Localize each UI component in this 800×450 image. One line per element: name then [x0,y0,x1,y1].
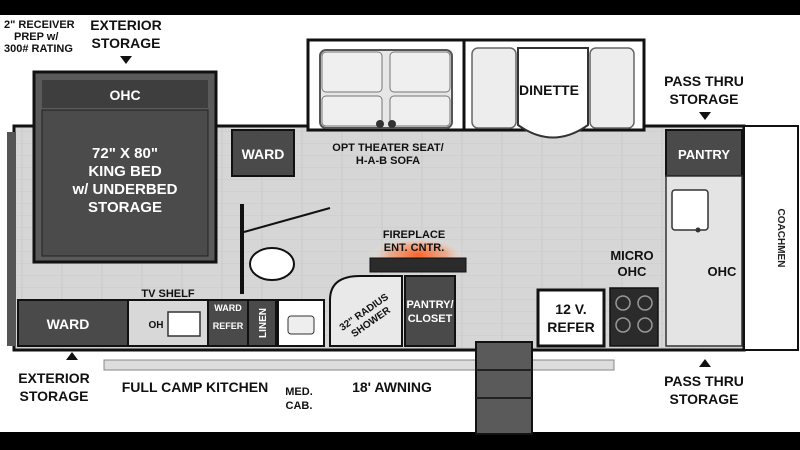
receiver-label: 2" RECEIVER PREP w/ 300# RATING [4,19,75,55]
bed [41,109,209,257]
svg-text:FIREPLACE: FIREPLACE [383,229,445,241]
refer-12v-label: 12 V. REFER [547,301,594,335]
med-cab-label: MED. CAB. [285,386,313,412]
linen-label: LINEN [258,308,269,338]
svg-text:STORAGE: STORAGE [88,199,162,216]
svg-text:EXTERIOR: EXTERIOR [18,370,90,386]
exterior-storage-bottom-label: EXTERIOR STORAGE [18,370,90,404]
micro-label: MICRO OHC [610,248,653,279]
pantry-closet-label: PANTRY/ CLOSET [406,299,453,325]
svg-text:H-A-B SOFA: H-A-B SOFA [356,155,420,167]
brand-logo: COACHMEN [775,209,786,268]
svg-text:OPT THEATER SEAT/: OPT THEATER SEAT/ [332,142,443,154]
svg-text:KING BED: KING BED [88,163,162,180]
oh-label: OH [149,320,164,331]
tv-shelf-label: TV SHELF [141,288,194,300]
ward-top [231,129,295,177]
svg-text:REFER: REFER [547,319,594,335]
svg-text:300# RATING: 300# RATING [4,43,73,55]
refrigerator [536,288,606,348]
svg-text:CLOSET: CLOSET [408,313,453,325]
svg-text:STORAGE: STORAGE [670,91,739,107]
awning [103,359,615,371]
svg-text:MED.: MED. [285,386,313,398]
ward-refer-label: WARD REFER [213,303,244,331]
pantry-closet [404,275,456,347]
ward-refer [207,299,249,347]
linen [247,299,277,347]
svg-text:STORAGE: STORAGE [20,388,89,404]
exterior-storage-top-label: EXTERIOR STORAGE [90,17,162,51]
ohc-bed-label: OHC [109,87,140,103]
svg-text:EXTERIOR: EXTERIOR [90,17,162,33]
dinette-label: DINETTE [519,82,579,98]
svg-text:PASS THRU: PASS THRU [664,373,744,389]
fireplace-label: FIREPLACE ENT. CNTR. [383,229,445,254]
svg-text:72" X 80": 72" X 80" [92,145,158,162]
entry-steps [475,341,533,435]
svg-text:REFER: REFER [213,321,244,331]
arrow-up-icon [66,352,78,360]
svg-text:CAB.: CAB. [286,400,313,412]
svg-text:WARD: WARD [214,303,242,313]
svg-text:ENT. CNTR.: ENT. CNTR. [384,242,445,254]
arrow-up-icon [699,359,711,367]
bed-label: 72" X 80" KING BED w/ UNDERBED STORAGE [71,145,177,216]
pantry [665,129,743,177]
pantry-label: PANTRY [678,147,730,162]
svg-text:MICRO: MICRO [610,248,653,263]
svg-text:STORAGE: STORAGE [670,391,739,407]
svg-text:OHC: OHC [618,264,648,279]
arrow-down-icon [699,112,711,120]
pass-thru-top-label: PASS THRU STORAGE [664,73,744,107]
svg-text:12 V.: 12 V. [555,301,586,317]
svg-text:PASS THRU: PASS THRU [664,73,744,89]
bottom-border [0,432,800,450]
cooktop [609,287,659,347]
ward-bottom [17,299,129,347]
ward-top-label: WARD [242,146,285,162]
ohc-kitchen-label: OHC [708,264,738,279]
theater-seat-label: OPT THEATER SEAT/ H-A-B SOFA [332,142,443,167]
ward-bottom-label: WARD [47,316,90,332]
front-cap [743,125,799,351]
svg-text:PREP w/: PREP w/ [14,31,58,43]
awning-label: 18' AWNING [352,379,432,395]
shower [329,275,403,347]
arrow-down-icon [120,56,132,64]
full-camp-kitchen-label: FULL CAMP KITCHEN [122,379,268,395]
svg-text:STORAGE: STORAGE [92,35,161,51]
pass-thru-bottom-label: PASS THRU STORAGE [664,373,744,407]
svg-text:w/ UNDERBED: w/ UNDERBED [71,181,177,198]
fireplace-unit [369,257,467,273]
svg-text:PANTRY/: PANTRY/ [406,299,453,311]
top-border [0,0,800,15]
svg-text:2" RECEIVER: 2" RECEIVER [4,19,75,31]
